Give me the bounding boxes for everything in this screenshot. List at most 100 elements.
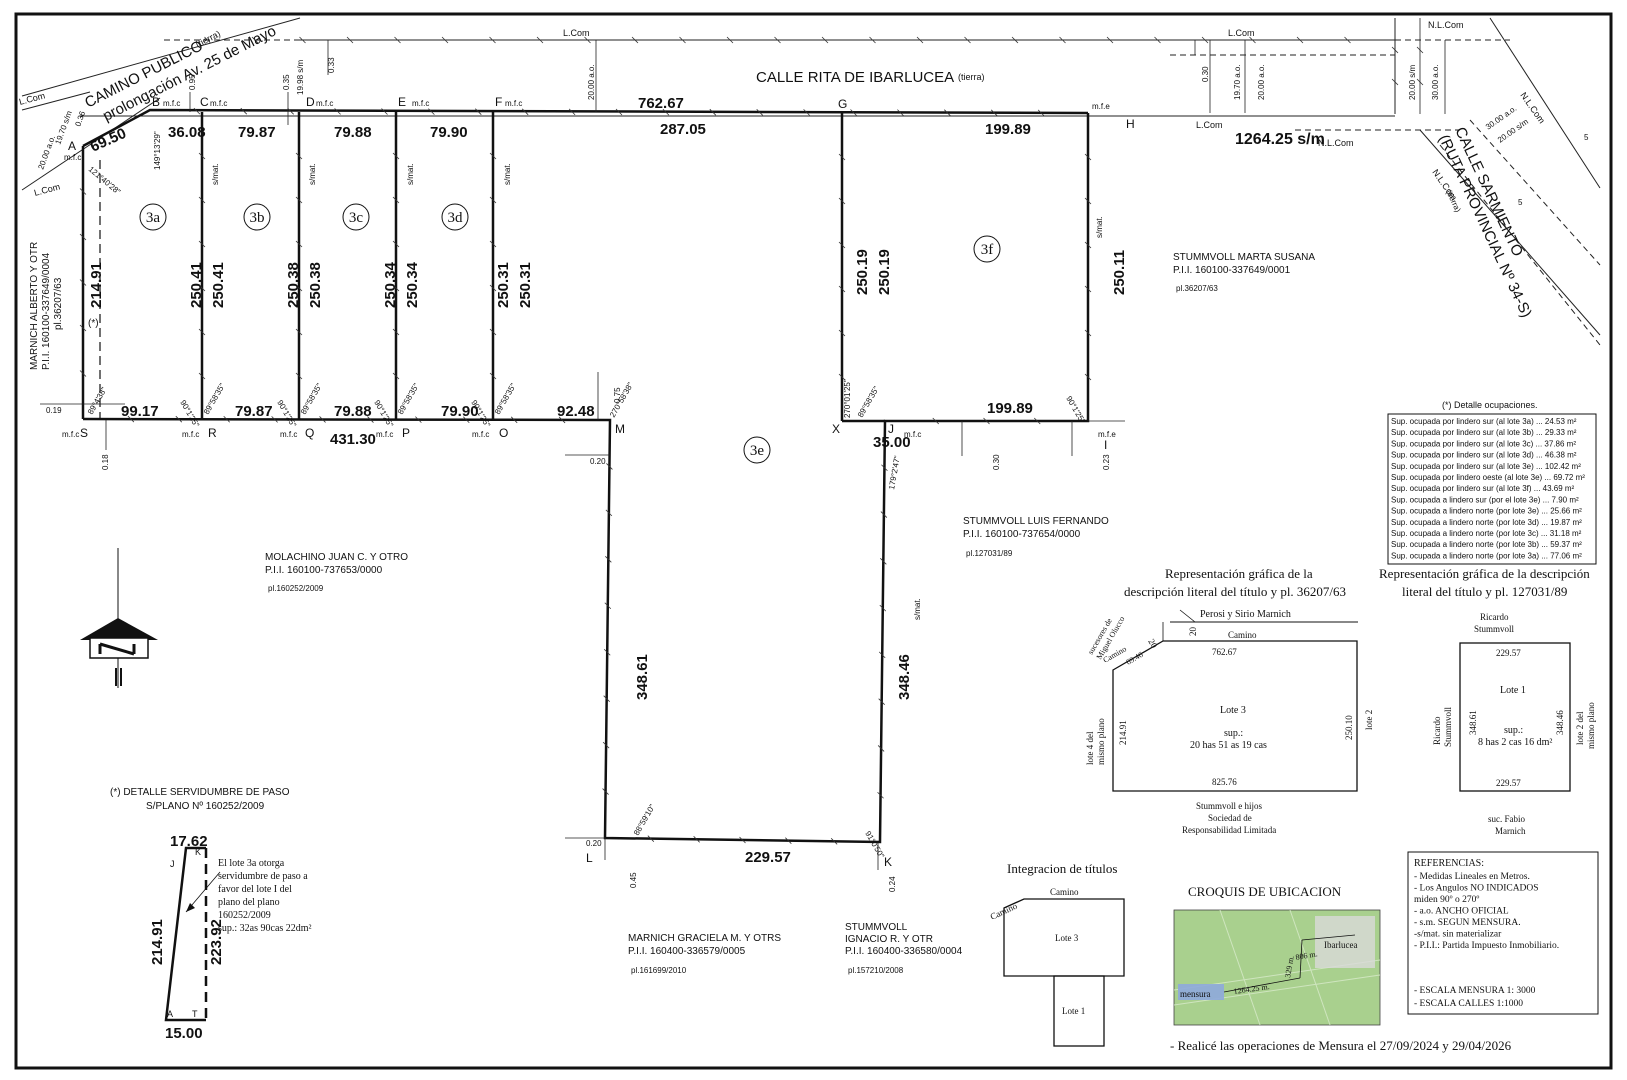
svg-text:m.f.c: m.f.c [376,430,393,439]
svg-text:K: K [195,847,201,857]
lot-3f-label: 3f [973,235,1001,263]
svg-text:20.00 a.o.: 20.00 a.o. [1257,64,1266,100]
ocupacion-row: Sup. ocupada por lindero sur (al lote 3b… [1391,428,1577,437]
svg-text:Representación gráfica de la d: Representación gráfica de la descripción [1379,566,1590,581]
svg-text:270°01'25": 270°01'25" [843,379,852,418]
svg-text:3d: 3d [448,210,464,226]
ocupaciones-table [1387,413,1597,565]
svg-text:s/mat.: s/mat. [211,163,220,185]
svg-text:0.19: 0.19 [46,406,62,415]
servidumbre-note-line: favor del lote I del [218,884,292,895]
svg-text:pl.36207/63: pl.36207/63 [53,277,64,330]
svg-text:89°58'35": 89°58'35" [396,382,421,416]
svg-text:214.91: 214.91 [1118,720,1128,745]
svg-text:Lote 3: Lote 3 [1055,933,1079,943]
svg-text:0.95: 0.95 [188,74,197,90]
asterisk-mark: (*) [88,318,99,329]
svg-text:pl.36207/63: pl.36207/63 [1176,284,1218,293]
svg-text:D: D [306,95,315,109]
owner-stummvoll-luis: STUMMVOLL LUIS FERNANDO P.I.I. 160100-73… [963,516,1109,558]
svg-text:89°4'38": 89°4'38" [86,386,109,416]
svg-text:0.33: 0.33 [327,57,336,73]
svg-text:s/mat.: s/mat. [1095,216,1104,238]
svg-text:20: 20 [1146,637,1159,650]
svg-text:L: L [586,851,593,865]
svg-text:m.f.c: m.f.c [280,430,297,439]
svg-text:Ricardo: Ricardo [1480,612,1509,622]
svg-text:mensura: mensura [1180,989,1211,999]
svg-text:69.46: 69.46 [1125,650,1145,667]
svg-text:0.23: 0.23 [1102,454,1111,470]
svg-text:89°58'35": 89°58'35" [856,385,881,419]
svg-text:Integracion de títulos: Integracion de títulos [1007,861,1117,876]
svg-text:T: T [192,1009,198,1019]
referencia-row: miden 90º o 270º [1414,895,1479,905]
svg-text:69.50: 69.50 [88,125,129,156]
ocupacion-row: Sup. ocupada por lindero sur (al lote 3e… [1391,462,1581,471]
svg-text:G: G [838,97,847,111]
svg-text:Q: Q [305,426,314,440]
ocupacion-row: Sup. ocupada a lindero norte (por lote 3… [1391,518,1582,527]
svg-text:MARNICH ALBERTO Y OTR: MARNICH ALBERTO Y OTR [29,242,40,370]
ocupacion-row: Sup. ocupada a lindero sur (por el lote … [1391,495,1579,504]
svg-text:250.10: 250.10 [1344,715,1354,740]
svg-text:m.f.c: m.f.c [182,430,199,439]
svg-text:90°1'25": 90°1'25" [275,399,298,429]
svg-text:m.f.c: m.f.c [904,430,921,439]
svg-text:lote 4 del: lote 4 del [1085,731,1095,765]
svg-text:19.70 a.o.: 19.70 a.o. [1233,64,1242,100]
svg-text:0.36: 0.36 [73,109,87,127]
north-street-name: CALLE RITA DE IBARLUCEA [756,69,954,86]
ocupacion-row: Sup. ocupada por lindero sur (al lote 3c… [1391,439,1576,448]
svg-text:0.30: 0.30 [1201,66,1210,82]
svg-text:90°1'25": 90°1'25" [178,399,201,429]
svg-text:P: P [402,426,410,440]
ocupacion-row: Sup. ocupada por lindero sur (al lote 3d… [1391,451,1577,460]
street-lines [21,17,1601,346]
svg-text:179°2'47": 179°2'47" [887,455,902,490]
svg-text:Perosi y Sirio Marnich: Perosi y Sirio Marnich [1200,609,1291,620]
svg-text:36.08: 36.08 [168,124,206,141]
svg-text:0.35: 0.35 [282,74,291,90]
smat-labels: s/mat. s/mat. s/mat. s/mat. s/mat. s/mat… [211,163,1104,620]
sheet-frame [14,12,1613,1070]
svg-text:STUMMVOLL: STUMMVOLL [845,922,908,933]
svg-text:Stummvoll: Stummvoll [1474,624,1515,634]
svg-text:250.38: 250.38 [285,262,302,308]
svg-text:A: A [68,139,76,153]
svg-text:STUMMVOLL MARTA SUSANA: STUMMVOLL MARTA SUSANA [1173,252,1315,263]
referencias-box [1407,851,1599,1015]
svg-text:79.88: 79.88 [334,124,372,141]
svg-text:mismo plano: mismo plano [1096,718,1106,765]
rep2-graphic: Representación gráfica de la descripción… [1379,566,1596,836]
dimensions: 69.50 36.08 79.87 79.88 79.90 762.67 287… [88,95,1325,866]
svg-text:250.41: 250.41 [188,262,205,308]
svg-text:Representación gráfica de la: Representación gráfica de la [1165,566,1313,581]
servidumbre-note-line: El lote 3a otorga [218,858,285,869]
servidumbre-note-line: sup.: 32as 90cas 22dm² [218,923,312,934]
svg-text:Ricardo: Ricardo [1432,716,1442,745]
svg-text:Camino: Camino [1228,630,1257,640]
svg-text:m.f.c: m.f.c [62,430,79,439]
referencia-row: - Medidas Lineales en Metros. [1414,872,1530,882]
svg-text:m.f.c: m.f.c [472,430,489,439]
svg-text:431.30: 431.30 [330,431,376,448]
svg-text:250.34: 250.34 [382,261,399,308]
svg-text:lote 2: lote 2 [1364,710,1374,730]
svg-text:pl.161699/2010: pl.161699/2010 [631,966,687,975]
svg-text:250.19: 250.19 [854,249,871,295]
svg-text:5: 5 [1518,198,1523,207]
svg-text:s/mat.: s/mat. [503,163,512,185]
referencia-row: - a.o. ANCHO OFICIAL [1414,907,1509,917]
svg-text:m.f.c: m.f.c [412,99,429,108]
svg-text:Lote 1: Lote 1 [1500,685,1526,696]
ocupaciones-rows: Sup. ocupada por lindero sur (al lote 3a… [1391,417,1585,560]
svg-text:79.88: 79.88 [334,403,372,420]
lcom-label-5: L.Com [33,181,61,198]
svg-text:89°58'35": 89°58'35" [493,382,518,416]
svg-text:sup.:: sup.: [1224,728,1243,739]
svg-text:Marnich: Marnich [1495,826,1526,836]
mfc-markers: m.f.c m.f.c m.f.c m.f.c m.f.c m.f.c m.f.… [62,99,1116,439]
svg-text:1264.25 s/m: 1264.25 s/m [1235,131,1325,148]
